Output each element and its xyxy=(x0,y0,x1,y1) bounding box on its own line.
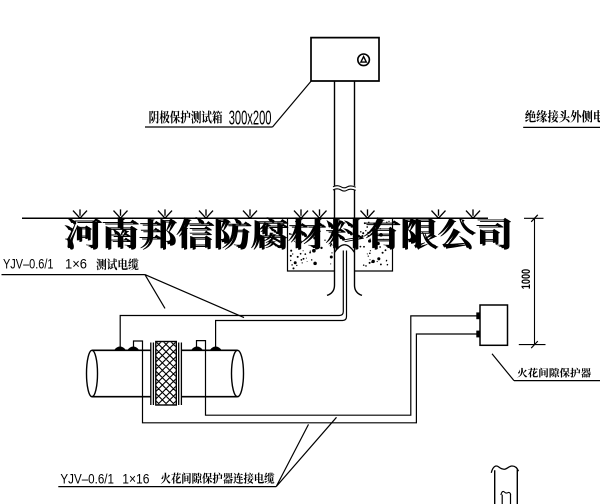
svg-text:YJV–0.6/1: YJV–0.6/1 xyxy=(60,471,114,486)
svg-text:1×16: 1×16 xyxy=(122,471,149,486)
svg-text:1000: 1000 xyxy=(521,269,533,289)
svg-text:YJV–0.6/1: YJV–0.6/1 xyxy=(3,256,54,272)
svg-text:300x200: 300x200 xyxy=(229,108,272,130)
svg-text:1×6: 1×6 xyxy=(65,256,87,272)
